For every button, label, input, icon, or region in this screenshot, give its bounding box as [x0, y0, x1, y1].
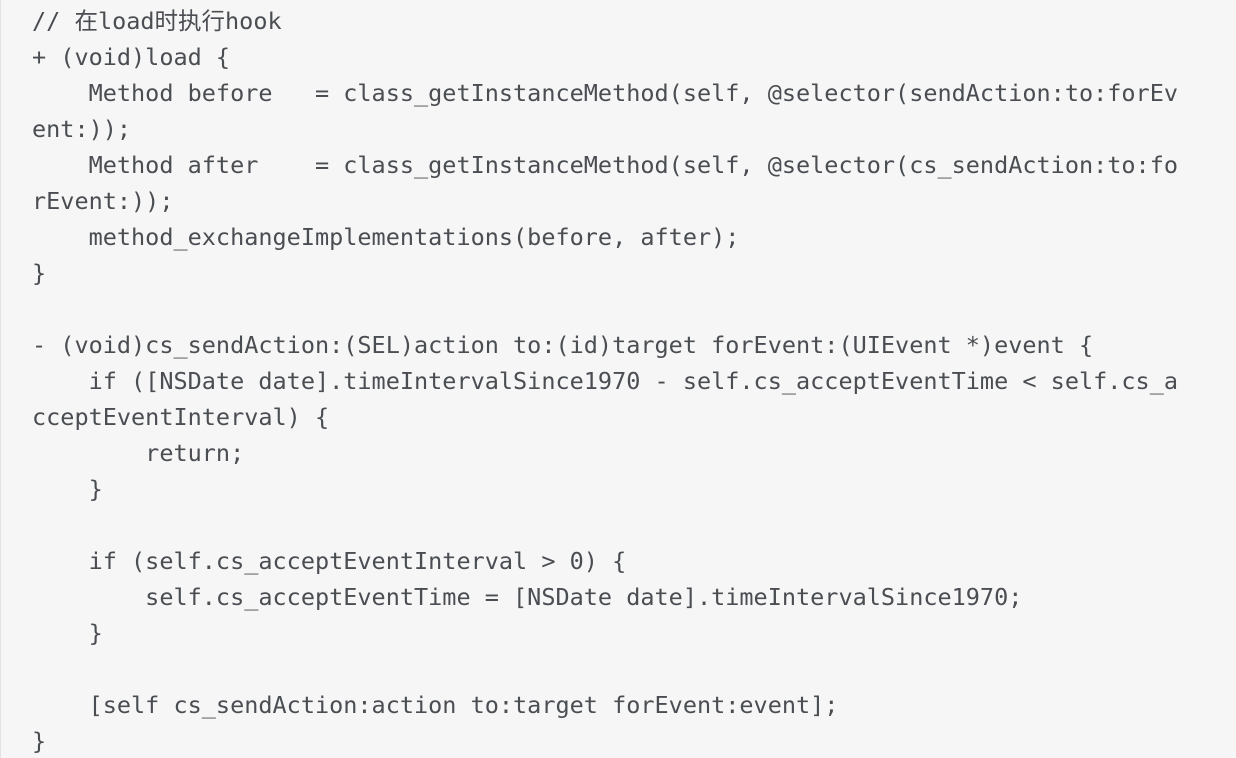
code-line: if ([NSDate date].timeIntervalSince1970 …: [32, 367, 1179, 395]
code-line: Method after = class_getInstanceMethod(s…: [32, 151, 1179, 179]
code-line: rEvent:));: [32, 187, 174, 215]
code-line: method_exchangeImplementations(before, a…: [32, 223, 740, 251]
code-line: - (void)cs_sendAction:(SEL)action to:(id…: [32, 331, 1094, 359]
code-line: }: [32, 619, 103, 647]
code-line: [32, 507, 1236, 543]
code-line: cceptEventInterval) {: [32, 403, 330, 431]
code-line: ent:));: [32, 115, 132, 143]
code-line: // 在load时执行hook: [32, 7, 282, 35]
code-line: return;: [32, 439, 245, 467]
code-line: Method before = class_getInstanceMethod(…: [32, 79, 1179, 107]
code-line: if (self.cs_acceptEventInterval > 0) {: [32, 547, 627, 575]
code-line: [32, 651, 1236, 687]
code-line: self.cs_acceptEventTime = [NSDate date].…: [32, 583, 1023, 611]
code-line: }: [32, 727, 47, 755]
code-line: [self cs_sendAction:action to:target for…: [32, 691, 839, 719]
code-line: + (void)load {: [32, 43, 231, 71]
code-line: }: [32, 259, 47, 287]
code-line: [32, 291, 1236, 327]
code-line: }: [32, 475, 103, 503]
